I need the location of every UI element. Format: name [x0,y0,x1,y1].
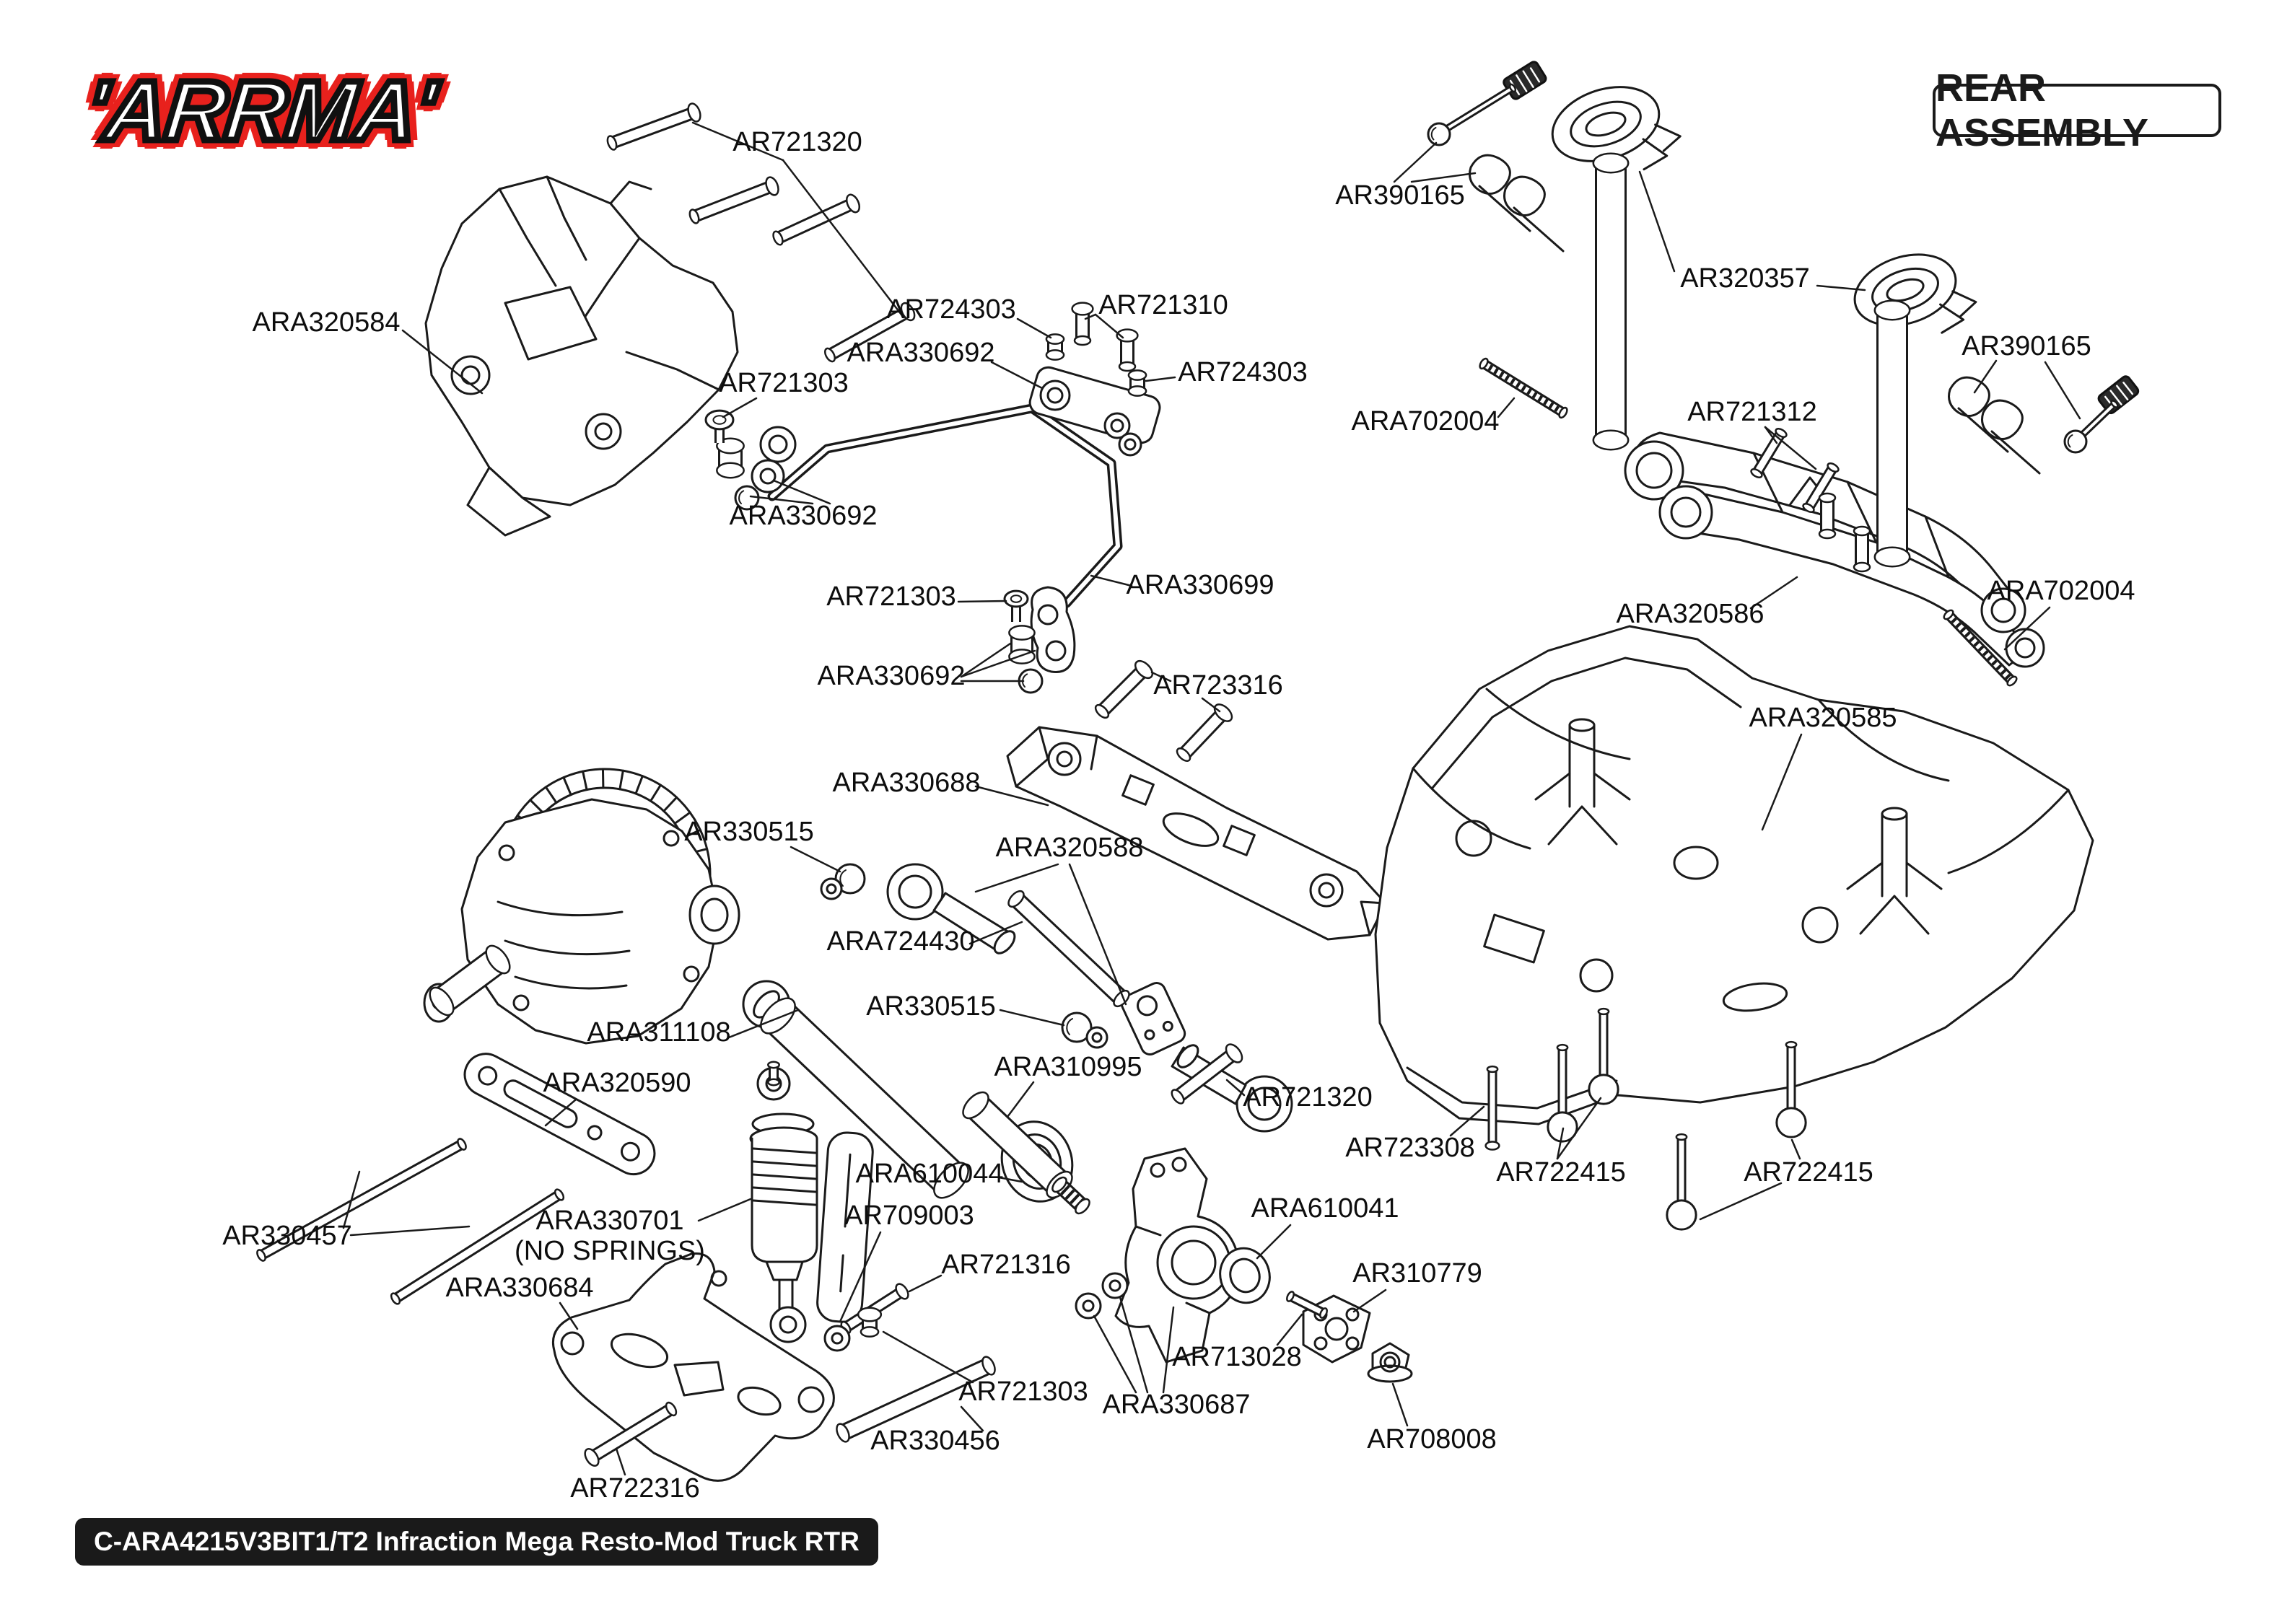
part-label: ARA320584 [252,307,401,338]
part-label: AR708008 [1367,1424,1497,1455]
part-label: ARA724430 [826,926,975,957]
part-label: AR709003 [844,1201,974,1232]
part-label: ARA330699 [1126,570,1274,601]
part-label: AR723308 [1345,1133,1475,1164]
part-label: AR320357 [1680,263,1810,294]
part-label: ARA610041 [1251,1193,1399,1224]
part-label: ARA330687 [1102,1390,1251,1421]
part-label: AR724303 [886,294,1016,325]
arrma-logo: 'ARRMA' [79,61,442,162]
part-label: AR330515 [866,991,996,1022]
hub-carrier-drawing [1114,1147,1241,1364]
part-label: AR721320 [733,127,862,158]
part-label: AR721316 [941,1250,1071,1281]
part-label: AR330457 [222,1221,352,1252]
bar-mount-drawing [1006,726,1387,941]
part-label: AR330515 [684,817,814,848]
part-label: AR721303 [958,1377,1088,1408]
part-label: ARA330692 [847,338,995,369]
part-label: AR722415 [1744,1157,1873,1188]
part-label: AR721312 [1687,397,1817,428]
part-label: ARA330701(NO SPRINGS) [515,1206,705,1266]
part-label: ARA702004 [1987,576,2135,607]
chassis-guard-drawing [1374,625,2094,1125]
part-label: ARA610044 [855,1159,1004,1190]
chassis-brace-drawing [1624,431,2045,668]
bearing-small-drawing [1219,1247,1271,1304]
part-label: ARA310995 [994,1052,1142,1083]
drop-link-drawing [1030,586,1076,674]
part-label: AR713028 [1172,1342,1302,1373]
part-label: AR723316 [1153,670,1283,701]
part-label: AR722415 [1496,1157,1626,1188]
leader-lines [342,121,2081,1476]
footer-kit-label: C-ARA4215V3BIT1/T2 Infraction Mega Resto… [75,1518,878,1566]
part-label: AR724303 [1178,357,1308,388]
part-label: AR330456 [870,1426,1000,1457]
part-label: ARA330688 [832,768,981,799]
part-label: AR721310 [1098,290,1228,321]
diff-drawing [423,768,740,1045]
lower-arm-drawing [552,1252,835,1482]
part-label: AR390165 [1962,331,2091,362]
part-label: ARA330692 [817,661,966,692]
part-label: ARA330684 [445,1273,594,1304]
part-label: ARA330692 [729,501,878,532]
sway-bar-plate-drawing [1028,366,1161,457]
wheel-nut-drawing [1367,1342,1413,1383]
rod-end-upper-drawing [886,863,1016,954]
gearbox-cover-drawing [424,175,739,537]
part-label: AR721320 [1243,1082,1373,1113]
part-label: ARA320590 [543,1068,691,1099]
page-title: REAR ASSEMBLY [1933,66,2221,154]
body-clip-drawing [1469,154,2041,475]
part-label: AR721303 [719,368,849,399]
part-label: ARA320588 [995,833,1144,864]
footer-kit-label-text: C-ARA4215V3BIT1/T2 Infraction Mega Resto… [94,1527,860,1556]
part-label: AR722316 [570,1473,700,1504]
part-label: AR390165 [1335,180,1465,211]
sway-bar-drawing [767,403,1123,608]
hardware-drawings [256,83,2119,1467]
part-label: AR721303 [826,581,956,613]
part-label: AR310779 [1352,1258,1482,1289]
page-title-text: REAR ASSEMBLY [1936,66,2149,154]
part-label: ARA320585 [1749,703,1897,734]
part-label: ARA311108 [587,1017,731,1048]
part-label: ARA320586 [1616,599,1764,630]
shock-drawing [749,1066,874,1343]
part-label: ARA702004 [1351,406,1500,437]
